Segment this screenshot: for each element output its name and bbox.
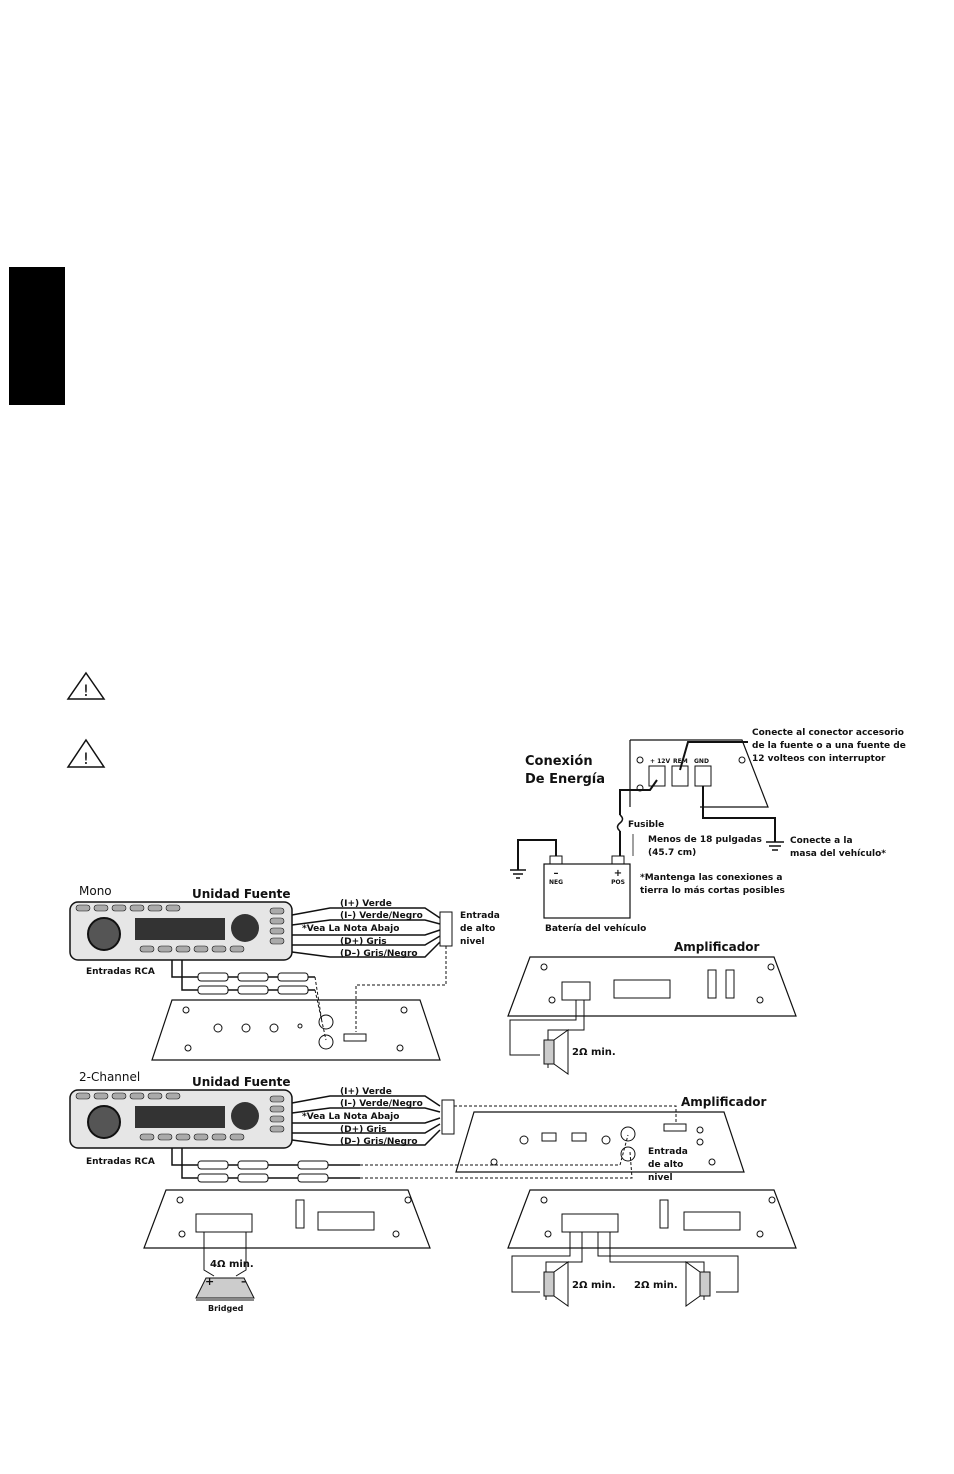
mono-title: Mono bbox=[79, 884, 112, 898]
svg-text:Batería del vehículo: Batería del vehículo bbox=[545, 924, 646, 934]
svg-text:*Vea La Nota Abajo: *Vea La Nota Abajo bbox=[302, 1112, 399, 1122]
svg-text:Conecte al conector accesorio: Conecte al conector accesorio bbox=[752, 728, 904, 738]
svg-text:4Ω min.: 4Ω min. bbox=[210, 1259, 254, 1270]
warning-icon: ! bbox=[66, 671, 106, 700]
svg-text:(I+) Verde: (I+) Verde bbox=[340, 1087, 392, 1097]
svg-text:Entradas RCA: Entradas RCA bbox=[86, 967, 155, 977]
svg-text:Entrada: Entrada bbox=[648, 1147, 688, 1157]
svg-text:nivel: nivel bbox=[460, 937, 485, 947]
two-channel-title: 2-Channel bbox=[79, 1070, 140, 1084]
svg-text:(I+) Verde: (I+) Verde bbox=[340, 899, 392, 909]
svg-text:(I–) Verde/Negro: (I–) Verde/Negro bbox=[340, 911, 423, 921]
svg-text:Entradas RCA: Entradas RCA bbox=[86, 1157, 155, 1167]
svg-text:*Vea La Nota Abajo: *Vea La Nota Abajo bbox=[302, 924, 399, 934]
svg-text:GND: GND bbox=[694, 758, 709, 765]
svg-text:2Ω min.: 2Ω min. bbox=[634, 1280, 678, 1291]
svg-text:!: ! bbox=[83, 749, 89, 768]
svg-text:(D–) Gris/Negro: (D–) Gris/Negro bbox=[340, 1137, 418, 1147]
side-tab bbox=[9, 267, 65, 405]
speaker-icon bbox=[195, 1277, 255, 1301]
svg-text:+: + bbox=[614, 868, 622, 879]
speaker-icon bbox=[543, 1261, 569, 1307]
svg-text:Amplificador: Amplificador bbox=[674, 940, 760, 954]
svg-text:Bridged: Bridged bbox=[208, 1304, 244, 1313]
speaker-icon bbox=[685, 1261, 711, 1307]
svg-text:–: – bbox=[554, 868, 559, 879]
svg-text:Unidad Fuente: Unidad Fuente bbox=[192, 1075, 291, 1089]
svg-text:Fusible: Fusible bbox=[628, 820, 664, 830]
warning-icon: ! bbox=[66, 738, 106, 768]
svg-text:Conecte a la: Conecte a la bbox=[790, 836, 853, 846]
svg-text:de alto: de alto bbox=[648, 1160, 683, 1170]
speaker-icon bbox=[543, 1029, 569, 1075]
svg-text:masa del vehículo*: masa del vehículo* bbox=[790, 849, 886, 859]
svg-text:nivel: nivel bbox=[648, 1173, 673, 1183]
svg-text:(45.7 cm): (45.7 cm) bbox=[648, 848, 696, 858]
svg-text:REM: REM bbox=[673, 758, 688, 765]
svg-text:POS: POS bbox=[611, 879, 625, 886]
svg-text:+ 12V: + 12V bbox=[650, 758, 670, 765]
svg-text:(I–) Verde/Negro: (I–) Verde/Negro bbox=[340, 1099, 423, 1109]
svg-text:Entrada: Entrada bbox=[460, 911, 500, 921]
svg-text:Amplificador: Amplificador bbox=[681, 1095, 767, 1109]
svg-text:Menos de 18 pulgadas: Menos de 18 pulgadas bbox=[648, 835, 762, 845]
svg-text:(D+) Gris: (D+) Gris bbox=[340, 937, 387, 947]
svg-text:de la fuente o a una fuente de: de la fuente o a una fuente de bbox=[752, 741, 906, 751]
two-channel-section: 2-Channel Unidad Fuente (I+) Verde (I–) … bbox=[69, 1070, 797, 1313]
svg-text:–: – bbox=[241, 1275, 247, 1288]
svg-text:!: ! bbox=[83, 681, 89, 700]
svg-text:(D–) Gris/Negro: (D–) Gris/Negro bbox=[340, 949, 418, 959]
svg-text:de alto: de alto bbox=[460, 924, 495, 934]
power-title-line2: De Energía bbox=[525, 772, 605, 787]
mono-section: Mono Unidad Fuente (I+) Verde (I–) Verde… bbox=[69, 884, 797, 1075]
svg-text:2Ω min.: 2Ω min. bbox=[572, 1047, 616, 1058]
svg-text:NEG: NEG bbox=[549, 879, 563, 886]
svg-text:(D+) Gris: (D+) Gris bbox=[340, 1125, 387, 1135]
svg-text:12 volteos con interruptor: 12 volteos con interruptor bbox=[752, 754, 886, 764]
power-connection: Conexión De Energía + 12V REM GND Conect… bbox=[510, 728, 906, 934]
svg-text:tierra lo más cortas posibles: tierra lo más cortas posibles bbox=[640, 886, 785, 896]
power-title-line1: Conexión bbox=[525, 754, 593, 769]
svg-text:2Ω min.: 2Ω min. bbox=[572, 1280, 616, 1291]
svg-text:Unidad Fuente: Unidad Fuente bbox=[192, 887, 291, 901]
svg-text:*Mantenga las conexiones a: *Mantenga las conexiones a bbox=[640, 873, 782, 883]
svg-text:+: + bbox=[205, 1275, 214, 1288]
